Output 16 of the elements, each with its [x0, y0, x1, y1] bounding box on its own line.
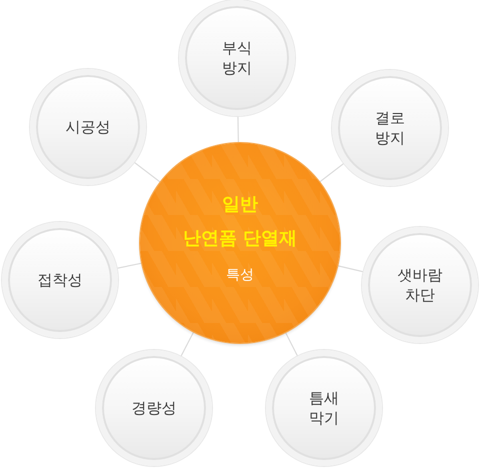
feature-label: 부식 방지 [221, 38, 253, 78]
connector-line [116, 262, 142, 269]
connector-line [134, 162, 161, 183]
connector-line [237, 116, 239, 144]
feature-label: 틈새 막기 [308, 388, 340, 428]
connector-line [284, 332, 298, 357]
feature-label: 경량성 [130, 398, 178, 418]
center-title: 일반 난연폼 단열재 [182, 193, 298, 251]
feature-label: 접착성 [36, 270, 84, 290]
feature-label: 결로 방지 [374, 108, 406, 148]
feature-label: 시공성 [64, 117, 112, 137]
connector-line [180, 331, 194, 357]
connector-line [337, 265, 364, 272]
connector-line [319, 162, 344, 183]
feature-label: 샛바람 차단 [396, 265, 444, 305]
center-subtitle: 특성 [225, 266, 255, 284]
